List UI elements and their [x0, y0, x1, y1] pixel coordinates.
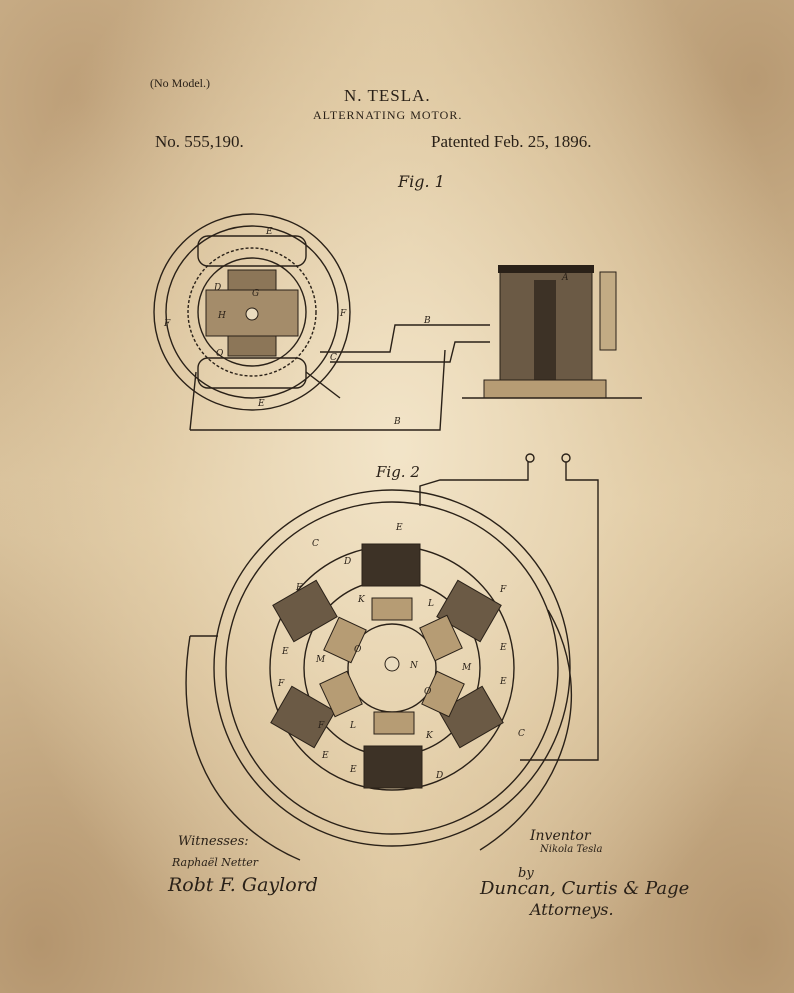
fig1-letter: E	[265, 227, 273, 237]
no-model-note: (No Model.)	[150, 76, 210, 90]
fig2-motor-drawing	[185, 453, 599, 861]
by-label: by	[518, 866, 534, 881]
fig2-letter: L	[427, 599, 434, 609]
witness-signature-2: Robt F. Gaylord	[168, 874, 318, 896]
fig2-letter: C	[312, 539, 319, 549]
fig2-letter: F	[499, 585, 507, 595]
fig2-letter: K	[357, 595, 366, 605]
fig2-letter: O	[424, 687, 432, 697]
fig2-letter: L	[349, 721, 356, 731]
fig1-letter: B	[423, 316, 431, 326]
fig1-letter: F	[163, 319, 171, 329]
fig1-letter: H	[217, 311, 226, 321]
fig1-letter: A	[561, 273, 569, 283]
fig1-label: Fig. 1	[398, 172, 445, 191]
inventor-name-heading: N. TESLA.	[344, 86, 431, 105]
fig2-letter: E	[499, 677, 507, 687]
fig2-letter: K	[425, 731, 434, 741]
witnesses-label: Witnesses:	[178, 834, 249, 849]
fig2-letter: F	[317, 721, 325, 731]
fig2-letter: M	[461, 663, 472, 673]
fig2-letter: E	[349, 765, 357, 775]
inventor-label: Inventor	[530, 828, 591, 844]
fig2-letter: E	[395, 523, 403, 533]
fig2-letter: D	[435, 771, 443, 781]
fig2-letter: N	[409, 661, 419, 671]
fig2-letter: F	[295, 583, 303, 593]
attorneys-label: Attorneys.	[530, 900, 614, 919]
fig1-reference-letters: E D G H F F O C E B B A	[163, 227, 569, 427]
fig2-letter: E	[499, 643, 507, 653]
witness-signature-1: Raphaël Netter	[172, 856, 259, 869]
fig2-letter: O	[354, 645, 362, 655]
fig2-reference-letters: E C D F K L F E E M O N O M F E F E L K …	[277, 523, 525, 781]
fig1-letter: D	[213, 283, 221, 293]
patent-title: ALTERNATING MOTOR.	[313, 108, 463, 122]
fig2-letter: C	[518, 729, 525, 739]
patent-number: No. 555,190.	[155, 132, 244, 151]
fig2-letter: E	[281, 647, 289, 657]
fig1-motor-drawing	[153, 213, 642, 431]
fig1-letter: E	[257, 399, 265, 409]
fig2-letter: E	[321, 751, 329, 761]
fig2-letter: M	[315, 655, 326, 665]
fig2-label: Fig. 2	[376, 463, 420, 481]
inventor-signature: Nikola Tesla	[540, 844, 603, 855]
fig1-letter: B	[393, 417, 401, 427]
fig1-letter: O	[216, 349, 224, 359]
fig1-letter: C	[330, 353, 337, 363]
fig1-letter: G	[252, 289, 259, 299]
attorney-signature: Duncan, Curtis & Page	[480, 878, 690, 899]
patent-date: Patented Feb. 25, 1896.	[431, 132, 592, 151]
fig2-letter: F	[277, 679, 285, 689]
fig1-letter: F	[339, 309, 347, 319]
fig2-letter: D	[343, 557, 351, 567]
